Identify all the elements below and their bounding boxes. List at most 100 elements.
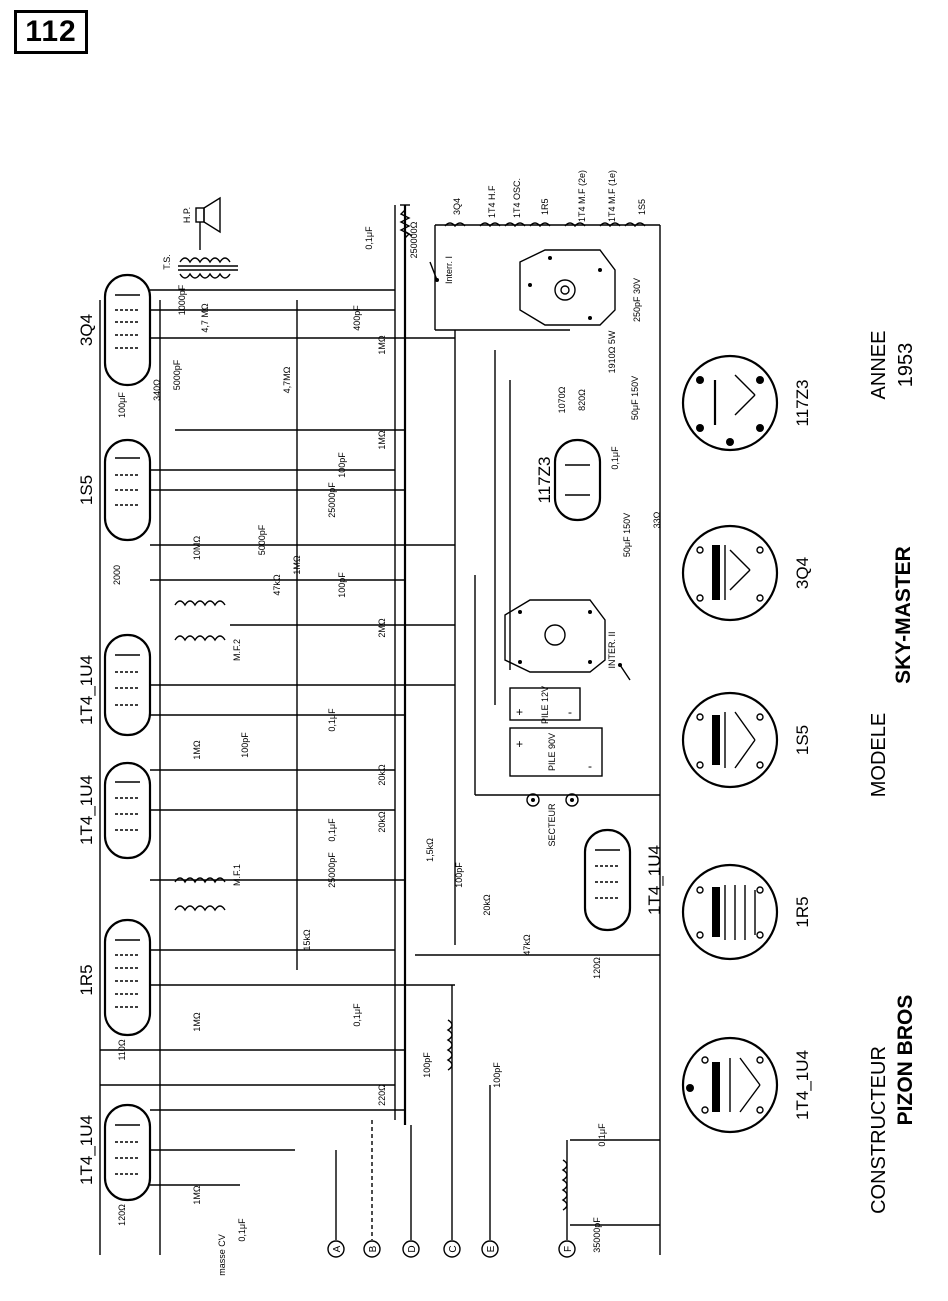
cv-25000pf-b: 25000pF [327,852,337,888]
signal-wires [100,289,455,1186]
tube-label-3q4: 3Q4 [77,314,96,346]
cv-100pf-a: 100pF [337,452,347,478]
tap-label-3q4: 3Q4 [452,198,462,215]
annee-label: ANNEE [868,331,890,400]
cv-250000ohm: 250000Ω [409,221,419,258]
battery-90v: PILE 90V + - [509,727,603,777]
terminal-f-label: F [563,1246,574,1252]
tap-label-mf1: 1T4 M.F (1e) [607,170,617,222]
osc-coil [446,1019,568,1211]
cv-250pf: 250pF 30V [632,278,642,322]
tap-label-1t4-osc: 1T4 OSC. [512,178,522,218]
pinout-1r5: 1R5 [681,863,812,961]
cv-20kohm-b: 20kΩ [377,811,387,833]
switch-inter1 [429,261,439,282]
tap-label-1s5: 1S5 [637,199,647,215]
mains-socket [526,793,579,807]
cv-0-1uf-b: 0,1μF [327,818,337,842]
cv-100pf-f: 100pF [492,1062,502,1088]
component-values: 1000pF 4,7 MΩ 5000pF 340Ω 100μF 400pF 1M… [112,221,662,1252]
cv-120ohm-b: 120Ω [592,957,602,979]
cv-25000pf-a: 25000pF [327,482,337,518]
terminal-b: B [363,1240,381,1258]
cv-1mohm-d: 1MΩ [192,740,202,760]
terminal-d-label: D [407,1245,418,1252]
pinout-1s5: 1S5 [681,691,812,789]
selector-switch-mid [504,599,606,673]
cv-1070ohm: 1070Ω [557,386,567,413]
speaker-icon [195,196,221,250]
cv-20kohm-a: 20kΩ [377,764,387,786]
cv-1mohm-f: 1MΩ [192,1185,202,1205]
output-transformer-label: T.S. [162,254,172,270]
cv-1910ohm: 1910Ω 5W [607,330,617,373]
battery-12v-label: PILE 12V [540,686,550,724]
terminal-d: D [402,1240,420,1258]
cv-400pf: 400pF [352,305,362,331]
if-transformer-mf2 [174,600,226,642]
terminal-e-label: E [486,1245,497,1252]
output-transformer [178,257,238,279]
filament-chain [444,222,646,228]
modele-value: SKY-MASTER [892,546,915,684]
battery-90v-minus: - [588,759,592,773]
tube-label-117z3: 117Z3 [535,457,554,504]
pinout-1t4-1u4: 1T4_1U4 [681,1036,812,1134]
cv-2mohm: 2MΩ [377,618,387,638]
switch-inter2 [618,663,631,681]
volume-potentiometer [399,204,413,239]
cv-100uf: 100μF [117,392,127,418]
cv-35000pf: 35000pF [592,1217,602,1253]
tube-label-1r5: 1R5 [77,964,96,995]
cv-100pf-e: 100pF [454,862,464,888]
cv-0-1uf-a: 0,1μF [327,708,337,732]
cv-1mohm-b: 1MΩ [377,430,387,450]
pinout-1t4-1u4-label: 1T4_1U4 [793,1050,812,1120]
if-transformer-mf1 [174,877,226,912]
cv-220ohm: 220Ω [377,1084,387,1106]
cv-100pf-d: 100pF [422,1052,432,1078]
terminal-a-label: A [332,1245,343,1252]
cv-100pf-b: 100pF [337,572,347,598]
cv-340ohm: 340Ω [152,379,162,401]
battery-12v: PILE 12V + - [509,686,581,724]
tap-label-1t4-hf: 1T4 H.F [487,185,497,218]
cv-4-7mohm-b: 4,7MΩ [282,366,292,393]
tube-1t4-mf2 [103,633,152,737]
battery-12v-minus: - [568,705,572,719]
cv-5000pf-b: 5000pF [257,524,267,555]
switch-inter2-label: INTER. II [607,631,617,668]
pinout-1r5-label: 1R5 [793,896,812,927]
battery-12v-plus: + [516,705,523,719]
ground-label: masse CV [217,1234,227,1276]
page-number: 112 [14,10,88,54]
tube-1t4-mf1 [103,761,152,860]
cv-120ohm-a: 120Ω [117,1204,127,1226]
pinout-1s5-label: 1S5 [793,725,812,755]
constructeur-label: CONSTRUCTEUR [868,1046,890,1214]
cv-0-1uf-top: 0,1μF [364,226,374,250]
tube-3q4 [103,273,152,387]
terminal-a: A [327,1240,345,1258]
pinout-3q4: 3Q4 [681,524,812,622]
cv-1mohm-c: 1MΩ [292,555,302,575]
terminal-e: E [481,1240,499,1258]
cv-4-7mohm: 4,7 MΩ [200,303,210,333]
tap-label-mf2: 1T4 M.F (2e) [577,170,587,222]
tube-label-1t4-hf: 1T4_1U4 [77,1115,96,1185]
bus-wires [99,205,661,1255]
tube-label-1t4-mf1: 1T4_1U4 [77,775,96,845]
cv-47kohm-a: 47kΩ [272,574,282,596]
cv-50uf-a: 50μF 150V [630,376,640,420]
battery-90v-label: PILE 90V [547,733,557,771]
cv-1000pf: 1000pF [177,284,187,315]
cv-0-1uf-c: 0,1μF [352,1003,362,1027]
selector-switch-top [519,249,616,326]
speaker-label: H.P. [182,207,192,223]
tube-1t4-hf [103,1103,152,1202]
cv-0-1uf-e: 0,1μF [597,1123,607,1147]
tube-rectifier-117z3 [553,438,602,522]
tube-detector-1t4 [583,828,632,932]
mf1-label: M.F.1 [232,864,242,886]
terminal-c: C [443,1240,461,1258]
